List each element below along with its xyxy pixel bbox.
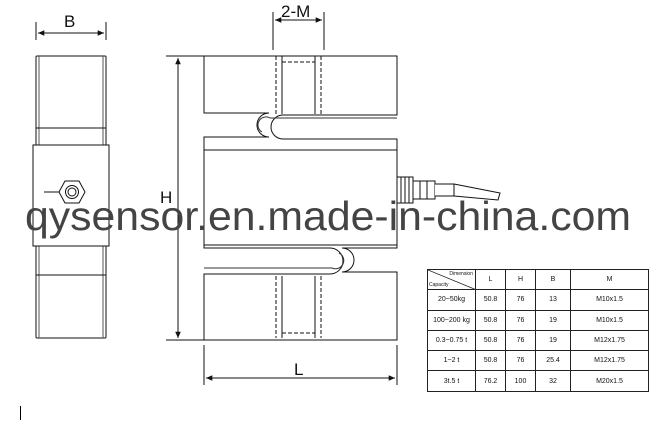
cell-m: M12x1.75 [570, 350, 649, 372]
cell-h: 100 [505, 370, 536, 392]
cell-capacity: 1~2 t [427, 350, 476, 372]
cell-l: 50.8 [475, 309, 506, 331]
table-row: 1~2 t 50.8 76 25.4 M12x1.75 [427, 350, 649, 372]
cell-capacity: 3t.5 t [427, 370, 476, 392]
cell-capacity: 0.3~0.75 t [427, 329, 476, 352]
cell-b: 32 [535, 370, 571, 392]
header-capacity-label: Capacity [429, 282, 449, 289]
dim-label-h: H [160, 188, 172, 207]
cell-b: 19 [535, 329, 571, 352]
cell-h: 76 [505, 329, 536, 352]
table-row: 3t.5 t 76.2 100 32 M20x1.5 [427, 370, 649, 392]
dim-label-b: B [64, 12, 75, 31]
cell-capacity: 20~50kg [427, 289, 476, 311]
spec-table: Dimension Capacity L H B M 20~50kg 50.8 … [427, 268, 649, 392]
dim-label-l: L [294, 360, 303, 379]
cell-l: 50.8 [475, 289, 506, 311]
header-l: L [475, 268, 506, 291]
cell-b: 13 [535, 289, 571, 311]
table-row: 20~50kg 50.8 76 13 M10x1.5 [427, 289, 649, 311]
cell-l: 50.8 [475, 350, 506, 372]
diagonal-divider [428, 270, 475, 289]
cell-b: 25.4 [535, 350, 571, 372]
cell-capacity: 100~200 kg [427, 309, 476, 331]
watermark-text: qysensor.en.made-in-china.com [25, 193, 631, 239]
header-capacity-dimension: Dimension Capacity [427, 268, 476, 291]
cell-h: 76 [505, 289, 536, 311]
cell-m: M10x1.5 [570, 289, 649, 311]
table-row: 0.3~0.75 t 50.8 76 19 M12x1.75 [427, 329, 649, 352]
header-b: B [535, 268, 571, 291]
cell-h: 76 [505, 309, 536, 331]
cell-h: 76 [505, 350, 536, 372]
table-row: 100~200 kg 50.8 76 19 M10x1.5 [427, 309, 649, 331]
side-view [32, 22, 110, 339]
dim-label-m: 2-M [281, 2, 310, 21]
front-view [166, 12, 501, 385]
header-h: H [505, 268, 536, 291]
cell-b: 19 [535, 309, 571, 331]
cell-l: 76.2 [475, 370, 506, 392]
cell-m: M20x1.5 [570, 370, 649, 392]
table-header-row: Dimension Capacity L H B M [427, 268, 649, 291]
cell-l: 50.8 [475, 329, 506, 352]
cell-m: M12x1.75 [570, 329, 649, 352]
text-cursor [20, 406, 21, 420]
header-dimension-label: Dimension [449, 271, 473, 277]
header-m: M [570, 268, 649, 291]
cell-m: M10x1.5 [570, 309, 649, 331]
